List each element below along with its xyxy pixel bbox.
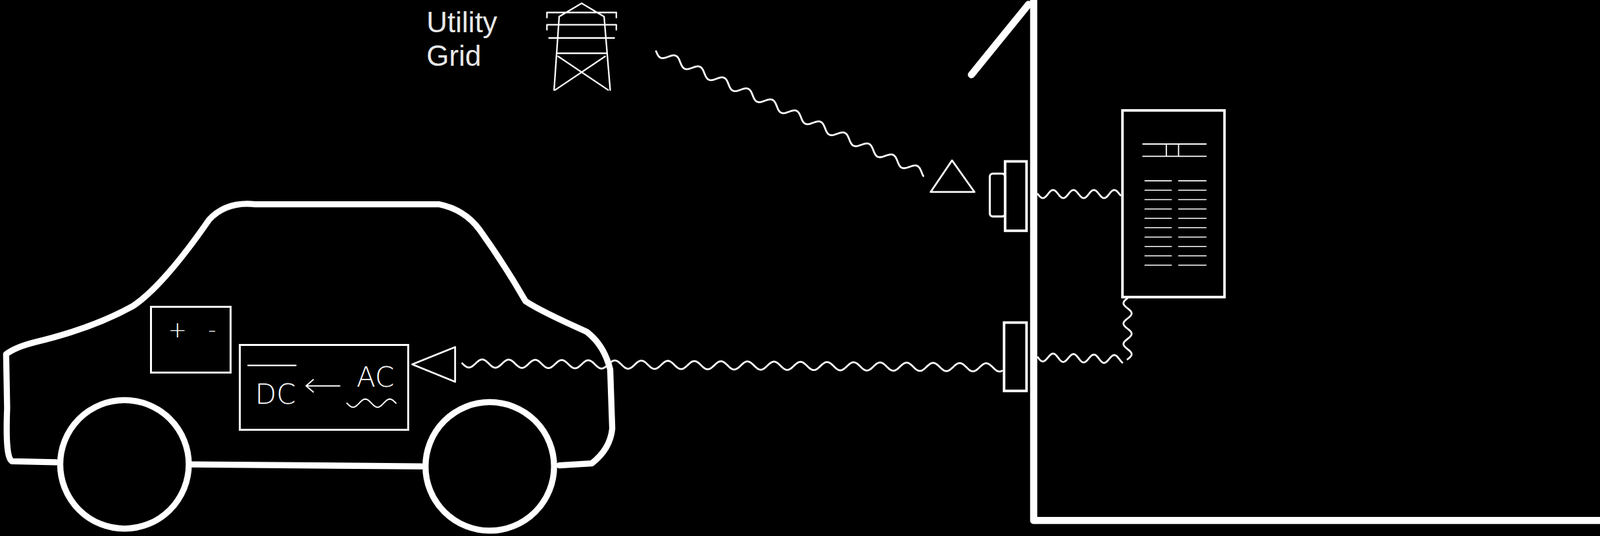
charging-cable bbox=[462, 359, 1002, 372]
box-text: DC bbox=[255, 380, 297, 409]
transmission-tower bbox=[546, 3, 616, 91]
dc-symbol bbox=[248, 365, 297, 367]
grid-connection-symbol bbox=[930, 160, 975, 193]
car-wheel bbox=[60, 400, 189, 529]
grid-label: Utility Grid bbox=[426, 5, 498, 73]
wall-outlet bbox=[1003, 322, 1027, 391]
grid-wire bbox=[655, 51, 924, 177]
converter-box: DC AC bbox=[238, 344, 410, 431]
panel-outlet-wire bbox=[1123, 298, 1132, 360]
conversion-arrow bbox=[305, 379, 340, 393]
car-wheel bbox=[425, 401, 554, 531]
meter-face bbox=[989, 173, 1005, 217]
box-text: AC bbox=[356, 363, 395, 392]
charge-inlet-symbol bbox=[412, 347, 456, 383]
house-wall bbox=[1033, 0, 1600, 521]
breaker-rows bbox=[1144, 180, 1206, 266]
electric-meter bbox=[1005, 161, 1027, 231]
house-roof bbox=[971, 4, 1029, 75]
box-text: + bbox=[168, 318, 188, 341]
outlet-wire bbox=[1037, 353, 1123, 364]
box-text: - bbox=[207, 318, 216, 341]
main-breaker bbox=[1142, 144, 1206, 157]
ac-symbol bbox=[346, 399, 396, 408]
car-body bbox=[5, 203, 612, 467]
breaker-panel bbox=[1122, 110, 1225, 298]
meter-panel-wire bbox=[1037, 190, 1121, 199]
battery-box: +- bbox=[150, 305, 232, 374]
